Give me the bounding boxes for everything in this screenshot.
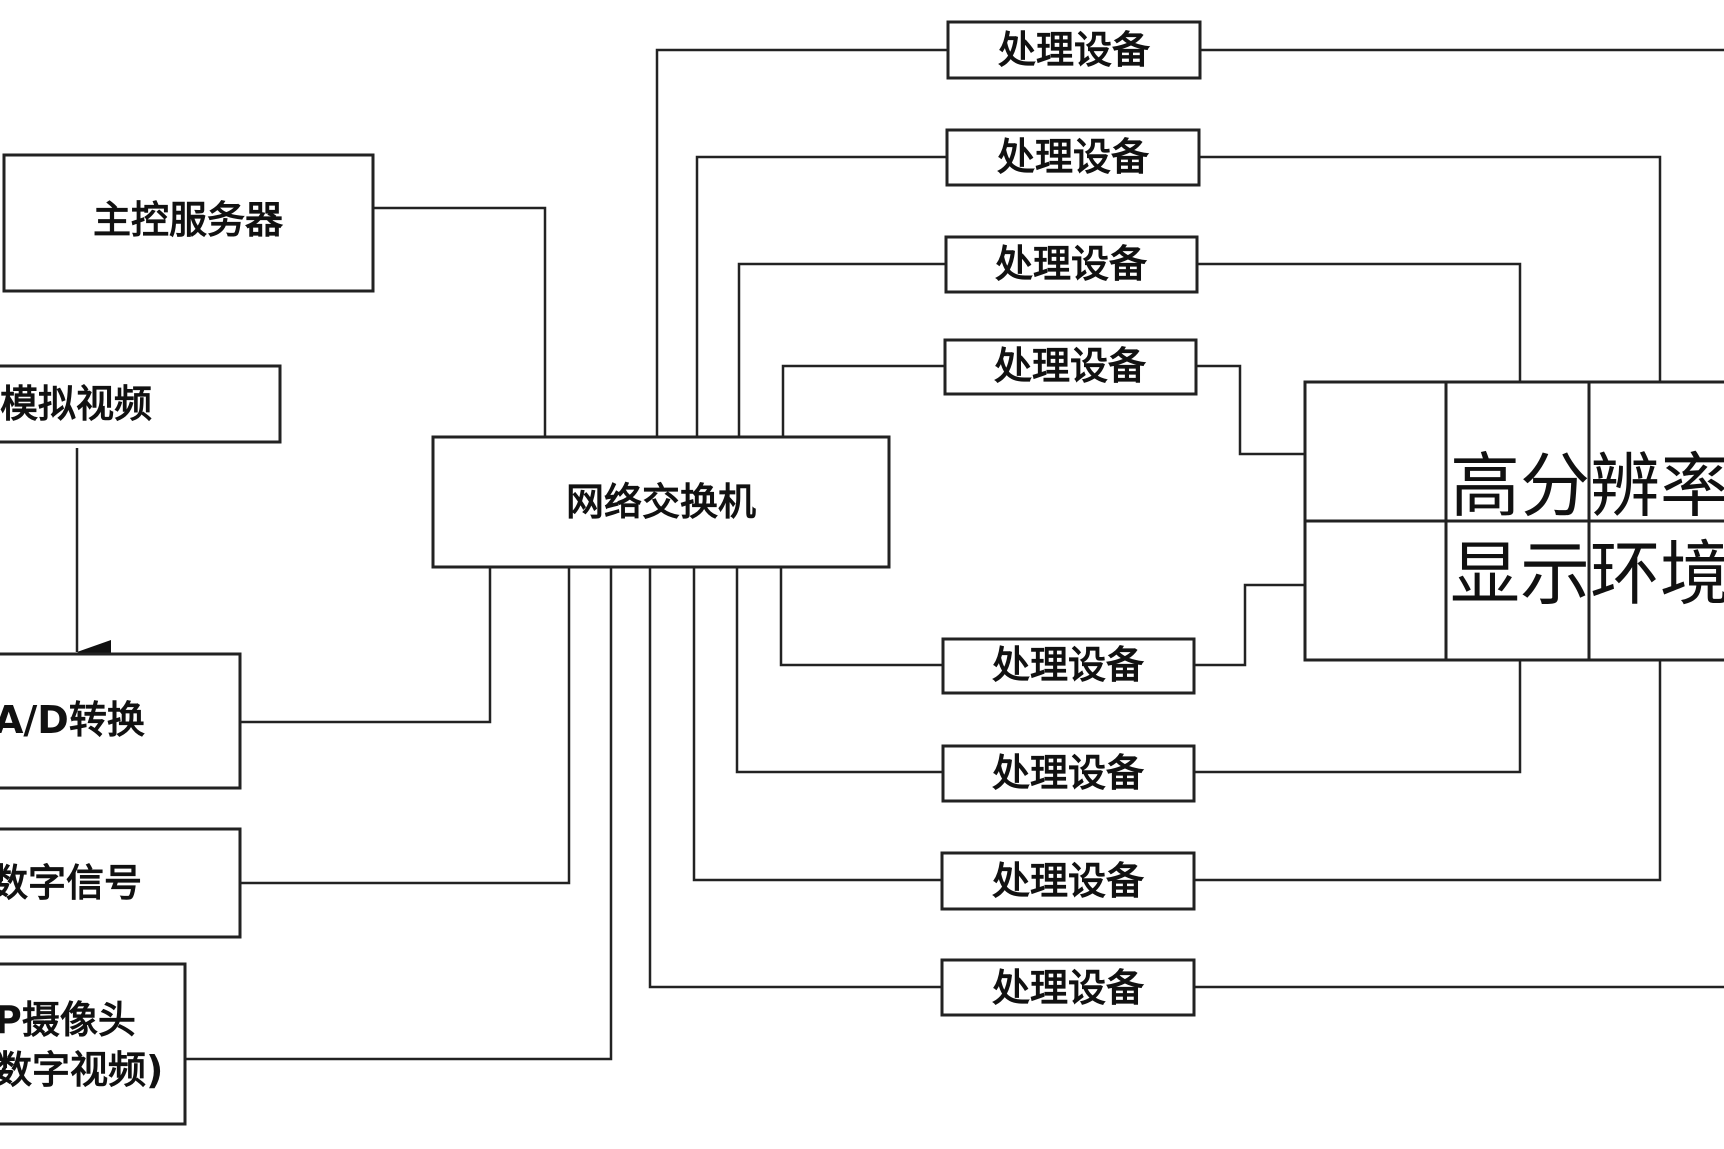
processing-device-box-3 (944, 235, 1199, 294)
processing-device-label-5: 处理设备 (992, 643, 1145, 687)
line-proc-7-switch (692, 567, 942, 882)
line-proc-1-switch (655, 48, 948, 437)
processing-device-box-2 (945, 128, 1201, 187)
line-proc-7-display (1194, 660, 1662, 882)
processing-device-box-4 (943, 338, 1198, 396)
line-server-switch (373, 206, 547, 437)
ad-convert-label: A/D转换 (0, 698, 145, 742)
processing-device-label-8: 处理设备 (992, 966, 1145, 1010)
line-proc-3-display (1197, 262, 1522, 382)
display-label-line1: 高分辨率 (1450, 445, 1724, 527)
processing-device-label-1: 处理设备 (998, 28, 1151, 72)
processing-device-label-2: 处理设备 (997, 135, 1150, 179)
line-proc-5-display (1194, 583, 1305, 667)
line-proc-2-switch (695, 155, 948, 437)
ad-convert-box (0, 652, 242, 790)
ip-camera-label-line1: P摄像头 (0, 998, 136, 1042)
line-proc-6-display (1194, 660, 1522, 774)
line-proc-4-display (1196, 364, 1305, 456)
main-server-box (2, 153, 375, 293)
line-proc-2-display (1199, 155, 1662, 382)
processing-device-label-6: 处理设备 (992, 751, 1145, 795)
network-switch-label: 网络交换机 (566, 480, 756, 524)
ip-camera-box (0, 962, 187, 1126)
digital-signal-label: 数字信号 (0, 861, 142, 905)
display-label-line2: 显示环境 (1450, 533, 1724, 615)
analog-video-box (0, 364, 282, 444)
processing-device-label-3: 处理设备 (995, 242, 1148, 286)
line-proc-5-switch (779, 567, 943, 667)
display-grid (1305, 382, 1724, 660)
processing-device-label-4: 处理设备 (994, 344, 1147, 388)
processing-device-box-5 (941, 637, 1196, 695)
line-ad-switch (240, 567, 492, 724)
connector-lines (75, 48, 1724, 1061)
line-proc-6-switch (735, 567, 943, 774)
line-proc-4-switch (781, 364, 945, 437)
analog-video-label: 模拟视频 (0, 382, 152, 426)
processing-device-label-7: 处理设备 (992, 859, 1145, 903)
labels: 主控服务器 模拟视频 A/D转换 数字信号 P摄像头 数字视频) 网络交换机 处… (0, 28, 1724, 1092)
line-proc-8-switch (648, 567, 942, 989)
processing-device-box-6 (941, 744, 1196, 803)
line-digital-switch (240, 567, 571, 885)
main-server-label: 主控服务器 (93, 198, 284, 242)
ip-camera-label-line2: 数字视频) (0, 1048, 163, 1092)
line-camera-switch (185, 567, 613, 1061)
processing-device-box-8 (940, 958, 1196, 1017)
processing-device-box-7 (940, 851, 1196, 911)
digital-signal-box (0, 827, 242, 939)
line-proc-3-switch (737, 262, 946, 437)
network-switch-box (431, 435, 891, 569)
processing-device-box-1 (946, 20, 1202, 80)
